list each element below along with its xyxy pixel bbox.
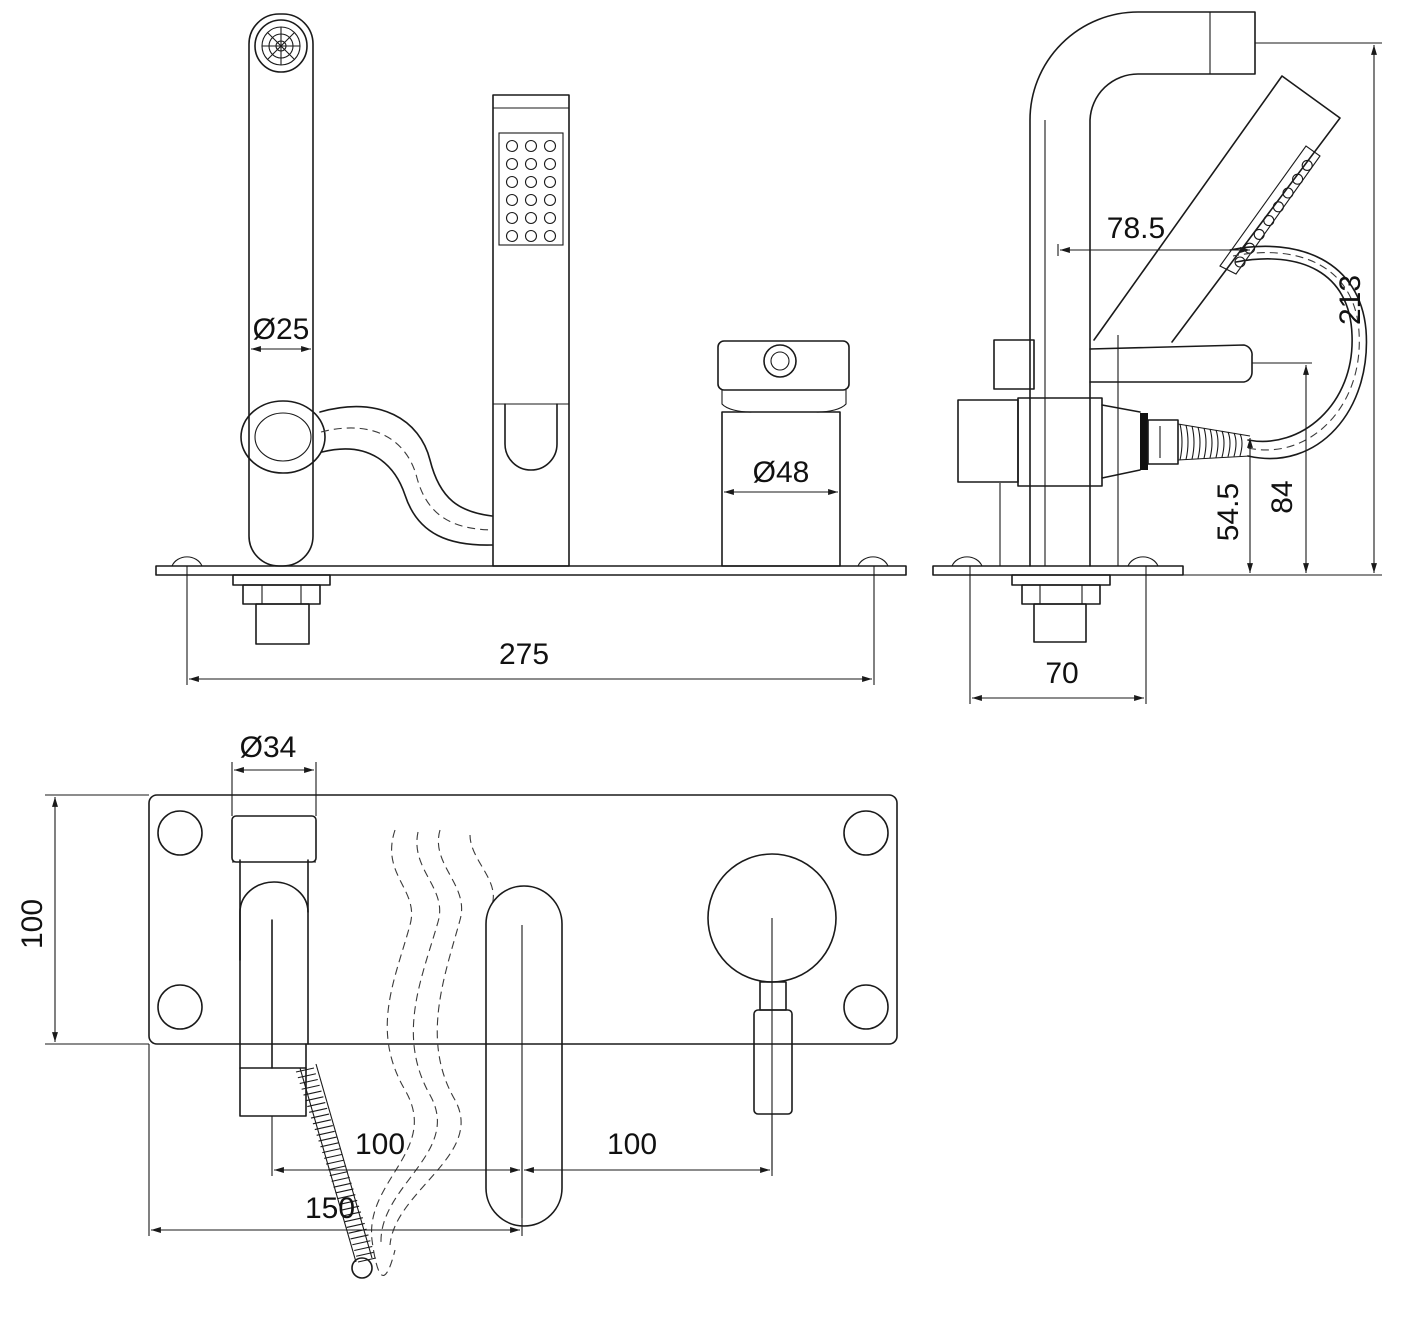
nozzle [1301,159,1313,171]
label-diameter-34: Ø34 [240,731,297,764]
front-mount-left [171,556,203,567]
plate-hole [843,810,889,856]
mixer-body [721,411,841,567]
label-height-84: 84 [1266,480,1299,513]
front-view [155,13,907,645]
mixer-lever-top [753,1009,793,1115]
nozzle [1282,187,1294,199]
top-deck-plate [148,794,898,1045]
nozzle [505,193,519,207]
nozzle [543,211,557,225]
nozzle [543,157,557,171]
label-width-70: 70 [1045,657,1078,690]
nozzle [505,139,519,153]
nozzle [1272,201,1284,213]
nozzle [505,157,519,171]
label-spacing-150: 150 [305,1192,355,1225]
nozzle [543,193,557,207]
nozzle [505,175,519,189]
dimension-lines [45,42,1382,1236]
side-spout [1029,11,1256,567]
nozzle [1253,228,1265,240]
label-height-213: 213 [1334,275,1367,325]
front-deck-plate [155,565,907,576]
nozzle [524,193,538,207]
label-spacing-100-left: 100 [355,1128,405,1161]
nozzle [543,229,557,243]
side-view [932,11,1368,643]
label-spacing-100-right: 100 [607,1128,657,1161]
nozzle [1292,173,1304,185]
front-mount-right [857,556,889,567]
dimension-labels: Ø25 Ø48 275 70 78.5 213 84 54.5 Ø34 100 … [16,212,1367,1225]
nozzle [524,175,538,189]
plate-hole [843,984,889,1030]
side-connection-block [1017,397,1103,487]
label-width-275: 275 [499,638,549,671]
column-base-top [239,1067,307,1117]
mixer-handle [717,340,850,391]
hand-shower-top [485,885,563,1227]
nozzle [524,139,538,153]
nozzle [1234,256,1246,268]
hose-loop [240,400,326,474]
nozzle [524,211,538,225]
hand-shower [492,94,570,567]
plate-hole [157,810,203,856]
label-diameter-48: Ø48 [753,456,810,489]
label-depth-100: 100 [16,899,49,949]
label-offset-785: 78.5 [1107,212,1165,245]
nozzle [505,211,519,225]
side-lever [1089,344,1253,383]
top-hose-coil [295,1063,377,1279]
plate-hole [157,984,203,1030]
nozzle [1263,215,1275,227]
side-hose-coil [1177,423,1251,461]
label-diameter-25: Ø25 [253,313,310,346]
nozzle [543,139,557,153]
side-spray-nozzles [1234,159,1313,268]
label-height-545: 54.5 [1212,483,1245,541]
hand-shower-holder [504,403,558,471]
nozzle [543,175,557,189]
nozzle [524,229,538,243]
nozzle [505,229,519,243]
spray-face [498,132,564,246]
nozzle [524,157,538,171]
front-threaded-tail [255,603,310,645]
top-view [148,794,898,1279]
spray-nozzles [505,139,557,243]
shower-column [248,13,314,567]
side-hand-shower [1093,75,1341,343]
